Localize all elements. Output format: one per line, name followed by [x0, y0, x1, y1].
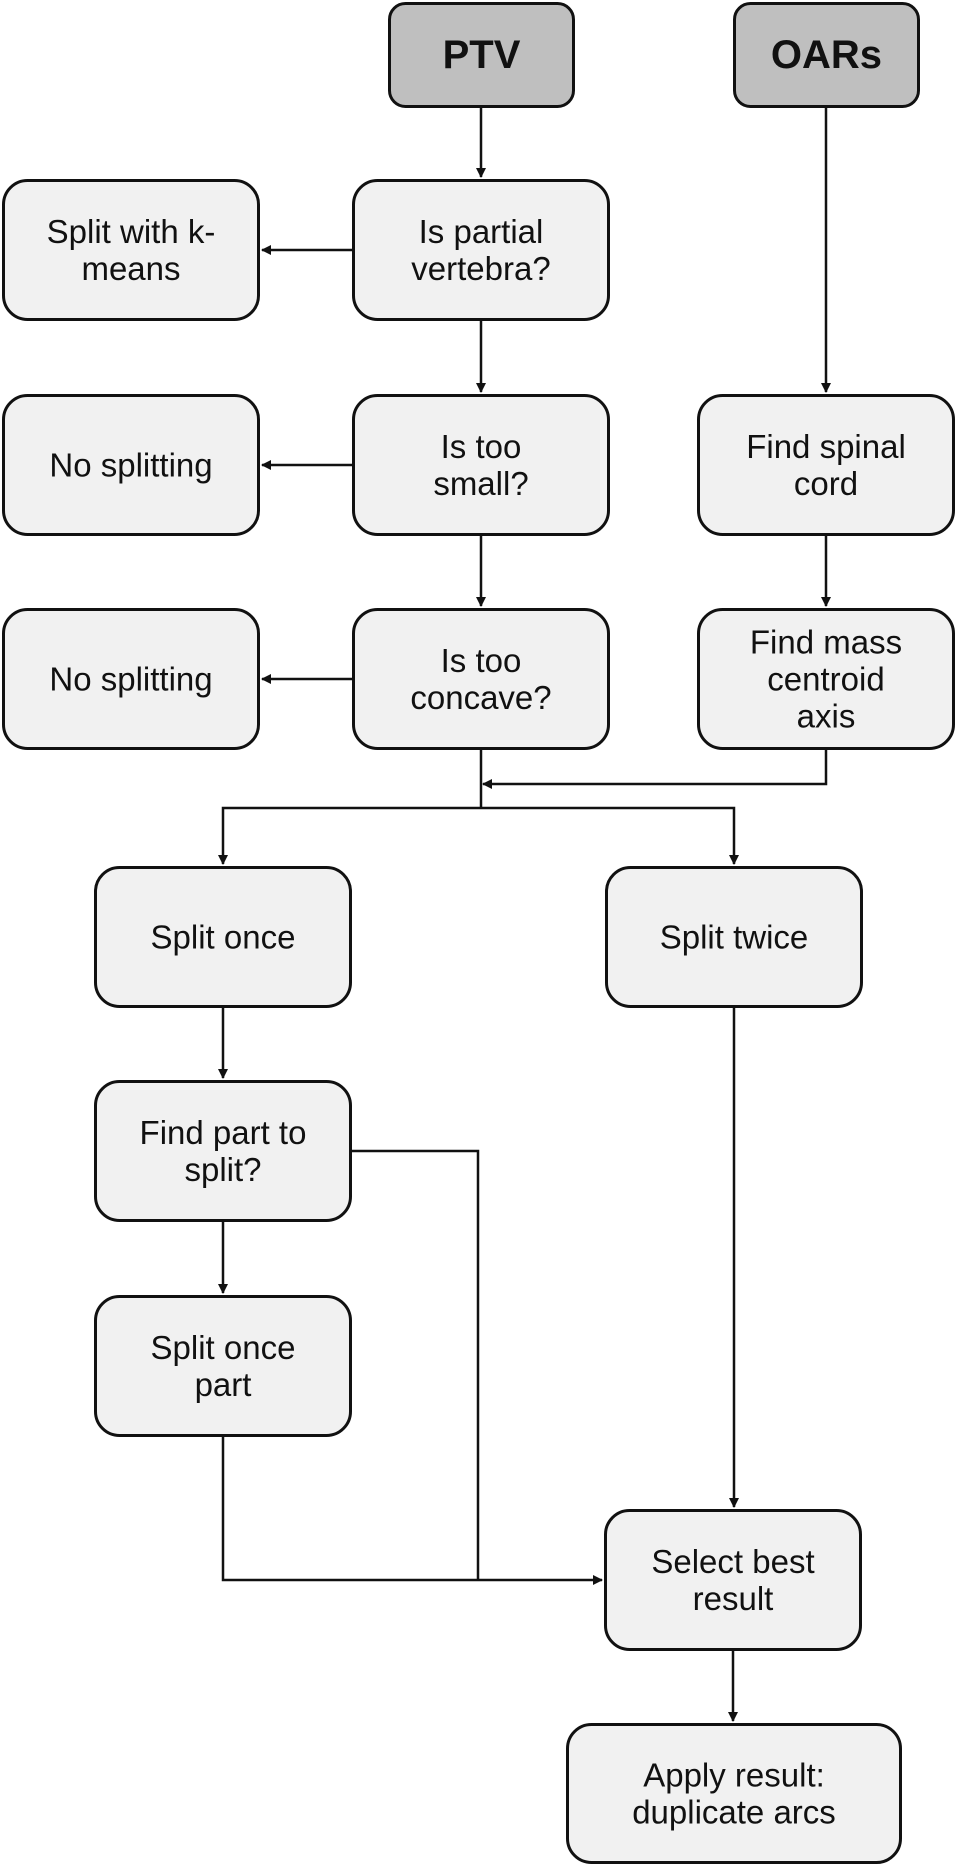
- node-label-split-kmeans: Split with k-: [47, 213, 216, 250]
- node-label-select-best-result: Select best: [651, 1543, 814, 1580]
- node-label-ptv: PTV: [443, 33, 521, 77]
- edge-branch-to-split-once: [218, 806, 481, 865]
- node-label-is-too-small: Is too: [441, 428, 522, 465]
- node-box-oars: [733, 2, 920, 108]
- node-split-once: Split once: [94, 866, 352, 1008]
- node-apply-result: Apply result:duplicate arcs: [566, 1723, 902, 1864]
- node-label-find-mass-centroid: Find mass: [750, 624, 902, 661]
- node-box-select-best-result: [604, 1509, 862, 1651]
- node-box-find-spinal-cord: [697, 394, 955, 536]
- node-label-is-partial-vertebra: vertebra?: [411, 250, 550, 287]
- node-box-is-too-small: [352, 394, 610, 536]
- node-box-find-part-to-split: [94, 1080, 352, 1222]
- node-label-oars: OARs: [771, 33, 882, 77]
- node-label-is-partial-vertebra: Is partial: [419, 213, 544, 250]
- node-label-find-spinal-cord: Find spinal: [746, 428, 906, 465]
- node-no-splitting-2: No splitting: [2, 608, 260, 750]
- node-label-find-mass-centroid: axis: [797, 698, 856, 735]
- node-box-find-mass-centroid: [697, 608, 955, 750]
- node-ptv: PTV: [388, 2, 575, 108]
- node-label-split-twice: Split twice: [660, 919, 809, 956]
- node-split-kmeans: Split with k-means: [2, 179, 260, 321]
- node-label-is-too-small: small?: [433, 465, 528, 502]
- node-label-is-too-concave: concave?: [410, 679, 551, 716]
- node-label-find-part-to-split: Find part to: [140, 1114, 307, 1151]
- node-split-twice: Split twice: [605, 866, 863, 1008]
- node-label-is-too-concave: Is too: [441, 642, 522, 679]
- node-box-split-kmeans: [2, 179, 260, 321]
- node-label-no-splitting-1: No splitting: [49, 447, 212, 484]
- node-box-no-splitting-1: [2, 394, 260, 536]
- node-box-split-twice: [605, 866, 863, 1008]
- node-no-splitting-1: No splitting: [2, 394, 260, 536]
- node-box-no-splitting-2: [2, 608, 260, 750]
- node-label-no-splitting-2: No splitting: [49, 661, 212, 698]
- node-label-apply-result: Apply result:: [643, 1757, 825, 1794]
- node-box-is-partial-vertebra: [352, 179, 610, 321]
- node-label-find-part-to-split: split?: [184, 1151, 261, 1188]
- node-box-apply-result: [566, 1723, 902, 1864]
- node-label-select-best-result: result: [693, 1580, 774, 1617]
- node-box-split-once-part: [94, 1295, 352, 1437]
- connector-layer: [218, 108, 831, 1722]
- node-label-find-spinal-cord: cord: [794, 465, 858, 502]
- node-label-split-once: Split once: [151, 919, 296, 956]
- edge-oncepart-to-select: [221, 1437, 603, 1585]
- node-label-split-once-part: part: [195, 1366, 252, 1403]
- node-label-find-mass-centroid: centroid: [767, 661, 884, 698]
- node-box-split-once: [94, 866, 352, 1008]
- node-label-split-kmeans: means: [81, 250, 180, 287]
- node-box-ptv: [388, 2, 575, 108]
- node-oars: OARs: [733, 2, 920, 108]
- edge-branch-to-split-twice: [481, 806, 739, 865]
- node-label-apply-result: duplicate arcs: [632, 1794, 836, 1831]
- edge-centroid-to-merge: [482, 750, 828, 789]
- node-box-is-too-concave: [352, 608, 610, 750]
- node-label-split-once-part: Split once: [151, 1329, 296, 1366]
- edge-findpart-to-bus: [352, 1149, 480, 1580]
